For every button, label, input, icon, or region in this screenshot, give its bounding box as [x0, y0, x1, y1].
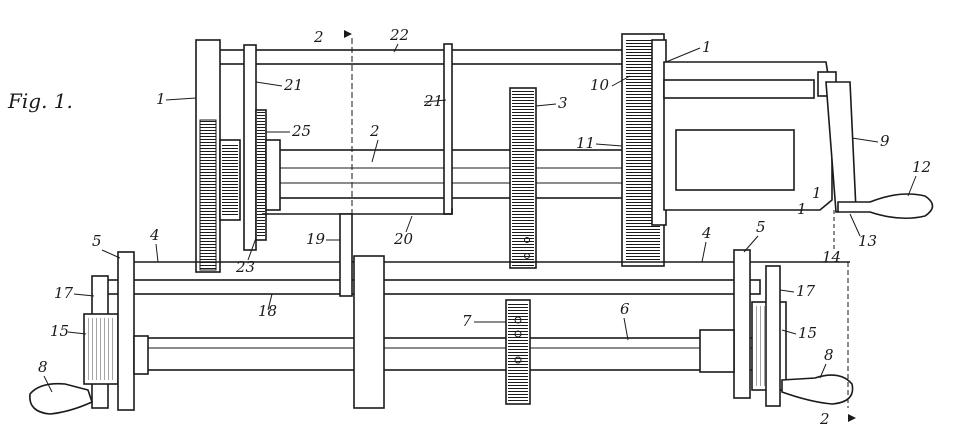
label-1b: 1: [702, 38, 712, 56]
label-5b: 5: [756, 218, 766, 236]
label-12: 12: [912, 158, 931, 176]
handle-12: [837, 193, 934, 220]
label-1d: 1: [812, 184, 822, 202]
label-23: 23: [235, 258, 255, 276]
right-end-plate-17: [765, 265, 781, 407]
label-20: 20: [393, 230, 414, 248]
label-11: 11: [576, 134, 595, 152]
label-14: 14: [822, 248, 841, 266]
label-4b: 4: [701, 224, 712, 242]
label-3: 3: [558, 94, 568, 112]
label-2b: 2: [369, 122, 380, 140]
label-5a: 5: [92, 232, 102, 250]
label-17b: 17: [796, 282, 816, 300]
label-10: 10: [590, 76, 610, 94]
label-22: 22: [389, 26, 409, 44]
label-8b: 8: [824, 346, 834, 364]
left-upright-5: [117, 251, 135, 411]
label-7: 7: [462, 312, 472, 330]
right-handle-8: [781, 374, 854, 405]
left-handle-8: [29, 382, 93, 415]
label-1c: 1: [797, 200, 807, 218]
label-9: 9: [880, 132, 890, 150]
upper-assembly: [195, 33, 934, 273]
label-17a: 17: [54, 284, 74, 302]
label-18: 18: [258, 302, 277, 320]
label-6: 6: [620, 300, 630, 318]
rod-21-right: [443, 43, 453, 215]
label-19: 19: [306, 230, 326, 248]
label-1a: 1: [156, 90, 166, 108]
collar-23: [265, 139, 281, 211]
label-15b: 15: [798, 324, 817, 342]
label-25: 25: [291, 122, 311, 140]
center-block: [353, 255, 385, 409]
label-4a: 4: [149, 226, 160, 244]
housing-window: [675, 129, 795, 191]
lower-assembly: [29, 213, 854, 415]
label-15a: 15: [50, 322, 69, 340]
rod-21-left: [243, 44, 257, 251]
label-2c: 2: [819, 410, 830, 428]
label-21a: 21: [283, 76, 303, 94]
shaft-6: [119, 337, 761, 371]
label-8a: 8: [38, 358, 48, 376]
label-2a: 2: [313, 28, 324, 46]
figure-title: Fig. 1.: [7, 89, 73, 113]
top-rod-22: [204, 49, 636, 65]
label-13: 13: [858, 232, 877, 250]
link-20: [262, 208, 453, 215]
reference-numerals: 1 1 1 1 2 2 2 3 4 4 5 5 6 7: [38, 26, 931, 428]
rod-18: [99, 279, 761, 295]
right-collar: [699, 329, 735, 373]
right-upright-5: [733, 249, 751, 399]
housing-rod: [663, 79, 815, 99]
carriage-19: [339, 213, 353, 297]
